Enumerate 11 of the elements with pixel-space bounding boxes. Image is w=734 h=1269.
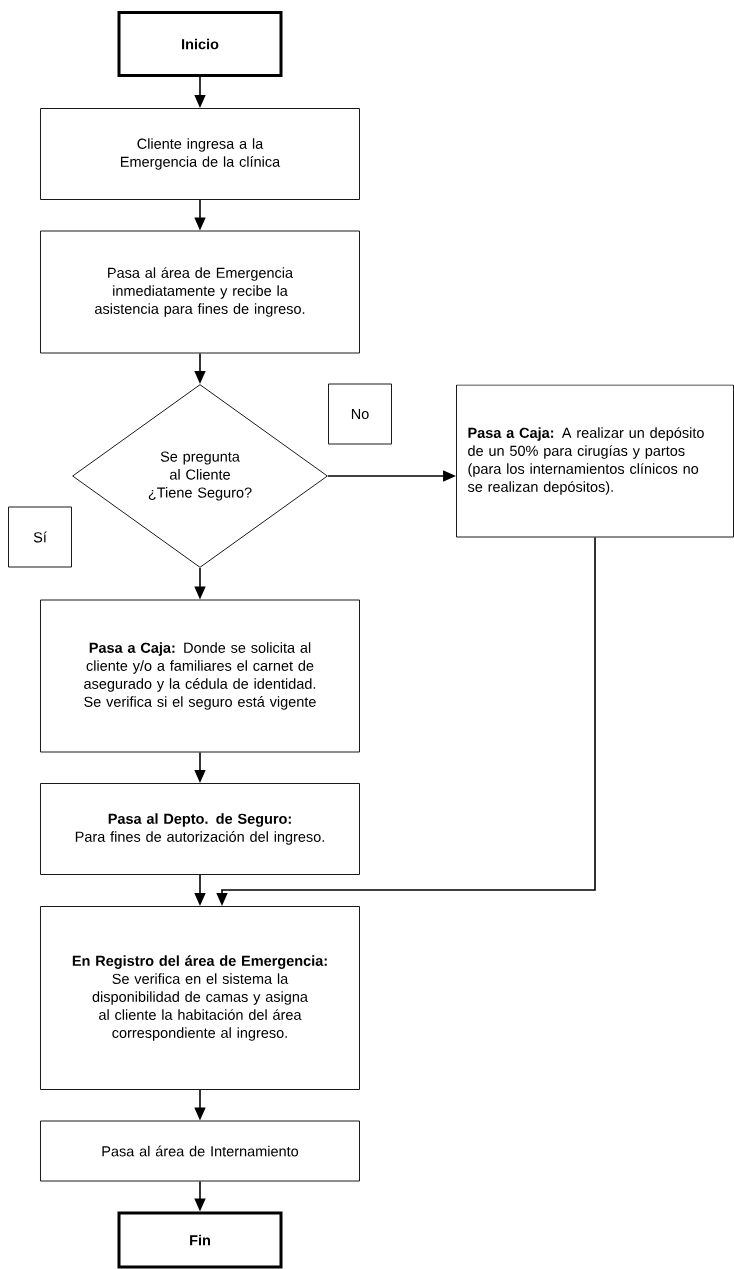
end-box: Fin	[117, 1211, 283, 1269]
label-box: Sí	[8, 506, 72, 568]
process-box: Pasa a Caja: Donde se solicita al cliente y/o a familiares el carnet de asegurado y la cédula de identidad. Se verifica si el seguro está vigente	[40, 599, 360, 753]
process-box: En Registro del área de Emergencia: Se verifica en el sistema la disponibilidad de camas y asigna al cliente la habitación del área correspondiente al ingreso.	[40, 906, 360, 1090]
process-box: Cliente ingresa a la Emergencia de la clínica	[40, 108, 360, 200]
label-box: No	[328, 383, 392, 445]
process-box: Pasa al Depto. de Seguro: Para fines de autorización del ingreso.	[40, 783, 360, 875]
process-box: Pasa a Caja: A realizar un depósito de un 50% para cirugías y partos (para los internamientos clínicos no se realizan depósitos).	[456, 384, 734, 538]
start-box: Inicio	[117, 11, 283, 77]
process-box: Pasa al área de Internamiento	[40, 1120, 360, 1182]
process-box: Pasa al área de Emergencia inmediatamente y recibe la asistencia para fines de ingreso.	[40, 230, 360, 354]
